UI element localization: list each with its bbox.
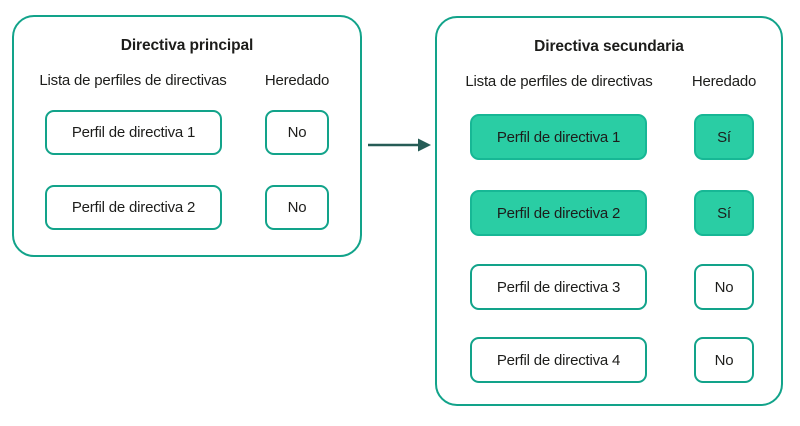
policy-profile-box: Perfil de directiva 4 [470, 337, 647, 383]
inherited-status-box: Sí [694, 190, 754, 236]
inherited-column-header: Heredado [264, 72, 330, 89]
inherited-column-header: Heredado [691, 73, 757, 90]
arrow-right-icon [368, 138, 431, 152]
inherited-status-box: No [265, 185, 329, 230]
profiles-column-header: Lista de perfiles de directivas [465, 73, 653, 90]
inherited-status-box: No [694, 337, 754, 383]
inherited-status-box: No [265, 110, 329, 155]
inherited-status-box: Sí [694, 114, 754, 160]
panel-title: Directiva principal [120, 37, 254, 54]
policy-profile-box: Perfil de directiva 2 [45, 185, 222, 230]
policy-profile-box: Perfil de directiva 2 [470, 190, 647, 236]
inherited-status-box: No [694, 264, 754, 310]
panel-title: Directiva secundaria [534, 38, 684, 55]
policy-profile-box: Perfil de directiva 1 [470, 114, 647, 160]
secondary-policy-panel: Directiva secundaria Lista de perfiles d… [435, 16, 783, 406]
profiles-column-header: Lista de perfiles de directivas [39, 72, 227, 89]
parent-policy-panel: Directiva principal Lista de perfiles de… [12, 15, 362, 257]
policy-profile-box: Perfil de directiva 1 [45, 110, 222, 155]
policy-profile-box: Perfil de directiva 3 [470, 264, 647, 310]
